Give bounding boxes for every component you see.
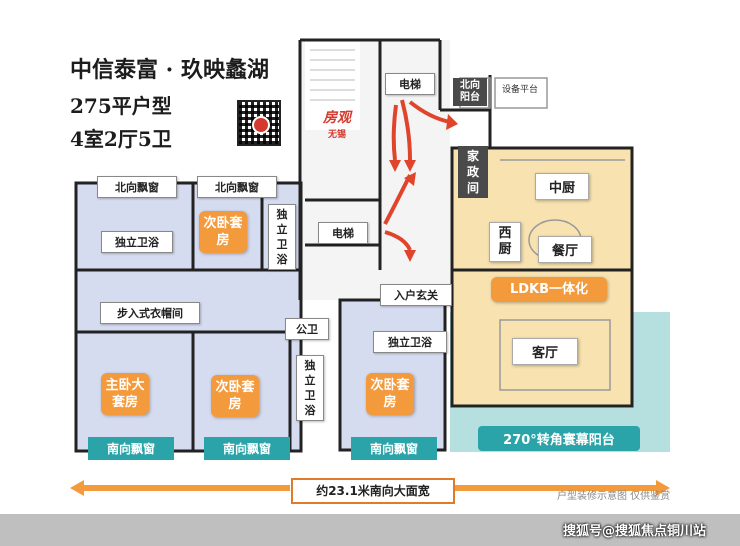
bedroom-2c-label: 次卧套房 — [366, 373, 414, 415]
stamp-sub: 无锡 — [327, 130, 346, 140]
south-bay-window-1-label: 南向飘窗 — [88, 437, 174, 460]
master-bedroom-label: 主卧大套房 — [101, 373, 149, 415]
brand-stamp: 房观 无锡 — [314, 107, 360, 145]
dining-label: 餐厅 — [538, 236, 592, 263]
north-balcony-label: 北向阳台 — [453, 78, 487, 106]
elevator-2-label: 电梯 — [318, 222, 368, 244]
bathroom-2-label: 独立卫浴 — [268, 204, 296, 270]
footer-band — [0, 514, 740, 546]
frontage-width-label: 约23.1米南向大面宽 — [291, 478, 455, 504]
elevator-1-label: 电梯 — [385, 73, 435, 95]
north-bay-window-1-label: 北向飘窗 — [97, 176, 177, 198]
plan-title: 中信泰富 · 玖映蠡湖 275平户型 4室2厅5卫 — [70, 52, 269, 152]
south-bay-window-3-label: 南向飘窗 — [351, 437, 437, 460]
unit-area: 275平户型 — [70, 94, 172, 118]
living-room-label: 客厅 — [512, 338, 578, 365]
ldkb-label: LDKB一体化 — [491, 277, 607, 302]
bathroom-4-label: 独立卫浴 — [296, 355, 324, 421]
north-bay-window-2-label: 北向飘窗 — [197, 176, 277, 198]
width-arrow — [70, 480, 670, 496]
bedroom-2b-label: 次卧套房 — [211, 375, 259, 417]
western-kitchen-label: 西厨 — [489, 222, 521, 262]
south-bay-window-2-label: 南向飘窗 — [204, 437, 290, 460]
disclaimer: 户型装修示意图 仅供鉴赏 — [557, 491, 671, 502]
equipment-platform-label: 设备平台 — [502, 85, 539, 95]
housekeeping-label: 家政间 — [458, 146, 488, 198]
bedroom-2a-label: 次卧套房 — [199, 211, 247, 253]
public-bath-label: 公卫 — [285, 318, 329, 340]
chinese-kitchen-label: 中厨 — [535, 173, 589, 200]
source-credit: 搜狐号@搜狐焦点铜川站 — [563, 524, 707, 539]
balcony-270-label: 270°转角寰幕阳台 — [478, 426, 640, 451]
project-name: 中信泰富 · 玖映蠡湖 — [70, 57, 269, 83]
bathroom-1-label: 独立卫浴 — [101, 231, 173, 253]
bathroom-3-label: 独立卫浴 — [373, 331, 447, 353]
qr-code-icon — [237, 100, 281, 146]
entrance-label: 入户玄关 — [380, 284, 452, 306]
walk-in-closet-label: 步入式衣帽间 — [100, 302, 200, 324]
stamp-main: 房观 — [323, 110, 351, 126]
unit-layout: 4室2厅5卫 — [70, 127, 172, 151]
